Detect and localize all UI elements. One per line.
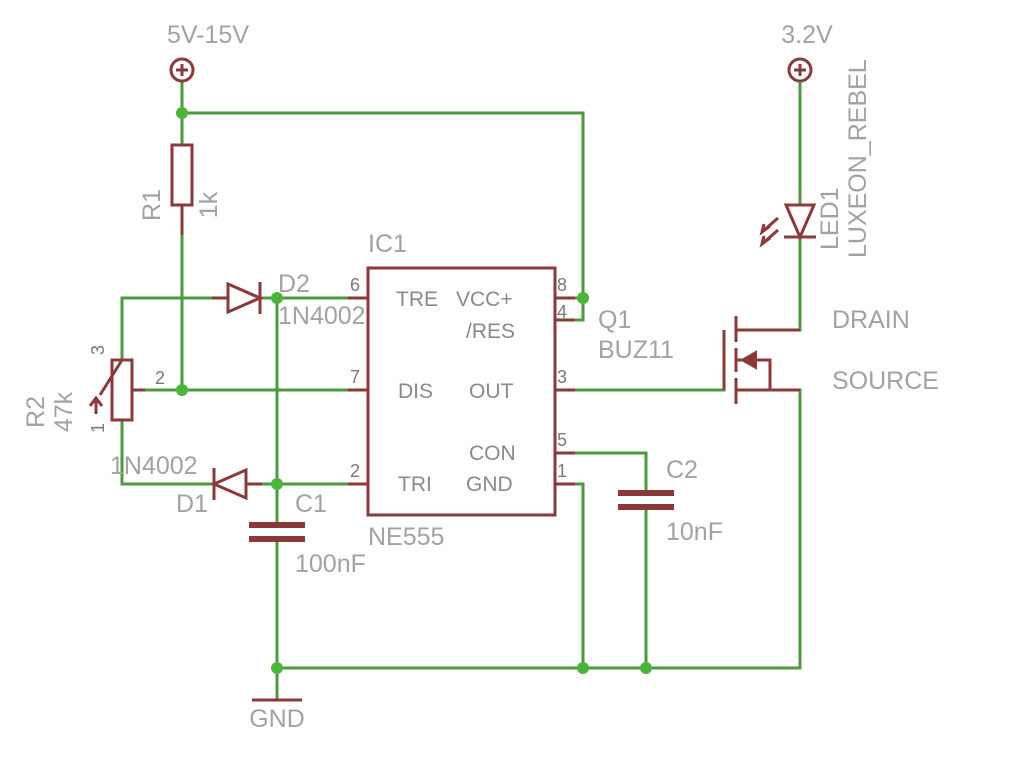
ground-symbol: GND — [249, 698, 305, 733]
supply-led-label: 3.2V — [781, 21, 833, 49]
r2-name: R2 — [22, 396, 50, 428]
wires — [120, 80, 802, 702]
ic1-pin-tre-label: TRE — [396, 288, 438, 311]
led1-name: LED1 — [816, 187, 844, 250]
ic1-pin-num-7: 7 — [350, 367, 360, 387]
r2-pin-wiper: 2 — [155, 368, 165, 388]
ic1-pin-con-label: CON — [469, 442, 516, 465]
ic1-pin-num-4: 4 — [557, 302, 567, 322]
ground-label: GND — [249, 705, 305, 733]
junction-dot — [577, 662, 589, 674]
ic1-name: IC1 — [368, 230, 407, 258]
d1-value: 1N4002 — [110, 452, 198, 480]
resistor-r1: R1 1k — [138, 143, 223, 235]
ic1-pin-num-3: 3 — [557, 367, 567, 387]
supply-main-label: 5V-15V — [167, 21, 249, 49]
ic1-pin-out-label: OUT — [469, 380, 514, 403]
ic1-pin-num-8: 8 — [557, 275, 567, 295]
led-led1: LED1 LUXEON_REBEL — [759, 59, 872, 258]
junction-dot — [577, 292, 589, 304]
c1-name: C1 — [295, 490, 327, 518]
junction-dot — [271, 292, 283, 304]
led1-value: LUXEON_REBEL — [844, 59, 872, 258]
supply-3v2: 3.2V — [781, 21, 833, 83]
ic1-pin-num-2: 2 — [350, 461, 360, 481]
junction-dot — [640, 662, 652, 674]
junction-dot — [271, 662, 283, 674]
c2-name: C2 — [666, 456, 698, 484]
ic1-pin-num-6: 6 — [350, 275, 360, 295]
junction-dot — [176, 384, 188, 396]
r2-value: 47k — [50, 391, 78, 432]
supply-5v-15v: 5V-15V — [167, 21, 249, 83]
q1-value: BUZ11 — [598, 336, 674, 364]
diode-d1: 1N4002 D1 — [110, 452, 262, 518]
q1-drain-label: DRAIN — [832, 306, 910, 334]
ic1-pin-num-5: 5 — [557, 430, 567, 450]
r2-pin-bottom: 1 — [88, 423, 108, 433]
capacitor-c1: C1 100nF — [249, 490, 366, 578]
mosfet-q1: Q1 BUZ11 DRAIN SOURCE — [598, 306, 939, 404]
capacitor-c2: C2 10nF — [618, 456, 723, 546]
ic1-pin-gnd-label: GND — [466, 473, 513, 496]
potentiometer-r2: 3 2 1 R2 47k — [22, 345, 165, 433]
ic1-pin-tri-label: TRI — [398, 473, 432, 496]
ic1-pin-dis-label: DIS — [398, 380, 433, 403]
r1-value: 1k — [195, 191, 223, 218]
junctions — [176, 107, 652, 674]
junction-dot — [271, 478, 283, 490]
ic-ne555: IC1 NE555 TRE VCC+ /RES DIS OUT CON TRI … — [348, 230, 575, 551]
c2-value: 10nF — [666, 518, 723, 546]
d2-name: D2 — [278, 270, 310, 298]
q1-name: Q1 — [598, 306, 631, 334]
q1-source-label: SOURCE — [832, 367, 939, 395]
d2-value: 1N4002 — [278, 302, 366, 330]
ic1-value: NE555 — [368, 523, 444, 551]
ic1-pin-num-1: 1 — [557, 461, 567, 481]
r2-pin-top: 3 — [88, 345, 108, 355]
r1-name: R1 — [138, 189, 166, 221]
c1-value: 100nF — [295, 550, 366, 578]
d1-name: D1 — [176, 490, 208, 518]
ic1-pin-res-label: /RES — [466, 320, 515, 343]
ic1-pin-vcc-label: VCC+ — [456, 288, 513, 311]
diode-d2: D2 1N4002 — [212, 270, 366, 330]
junction-dot — [176, 107, 188, 119]
